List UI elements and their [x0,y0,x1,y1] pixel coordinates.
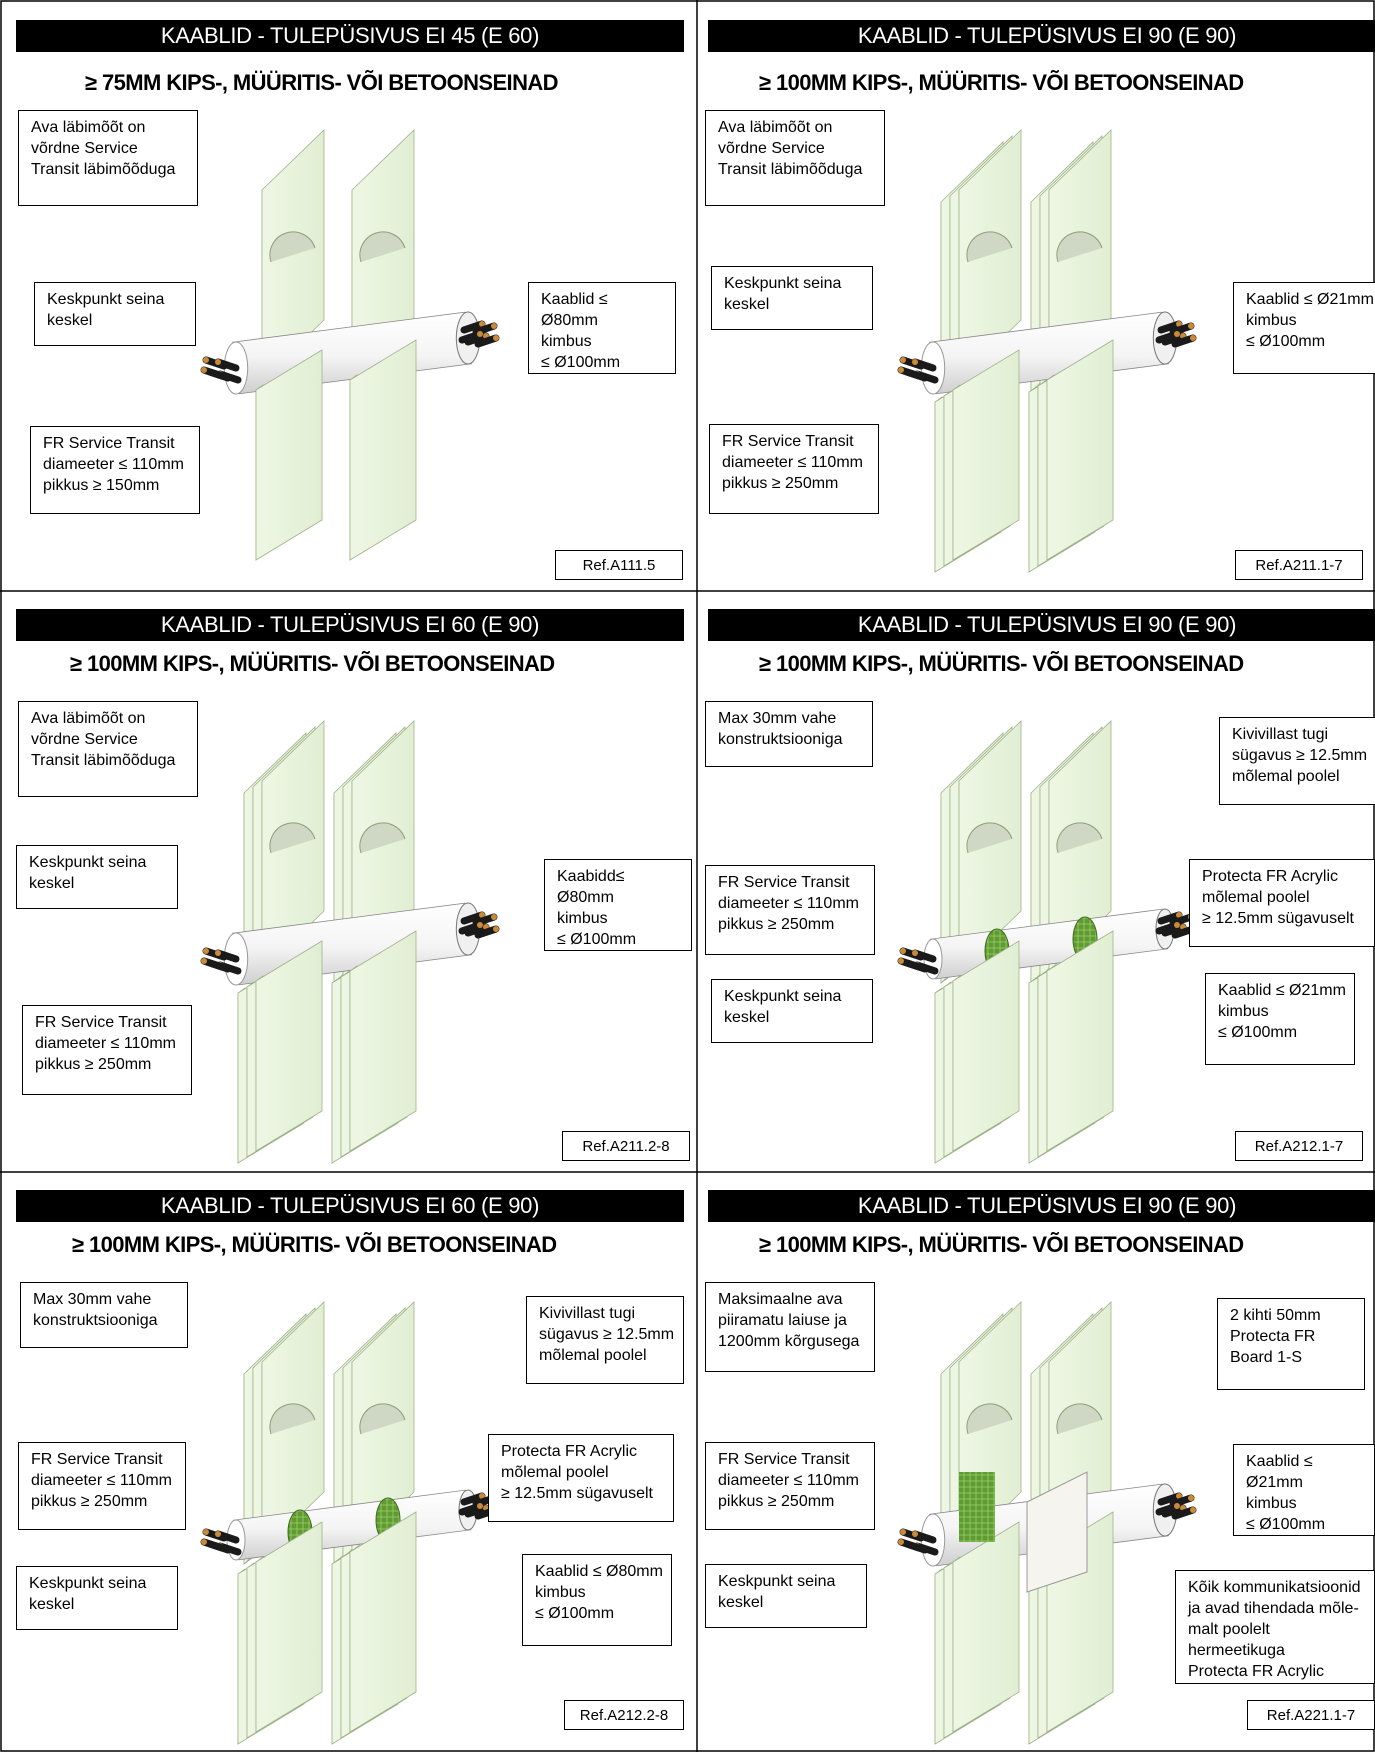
panel-title: KAABLID - TULEPÜSIVUS EI 60 (E 90) [16,1190,684,1222]
wall-opening [269,1403,316,1435]
panel-subtitle: ≥ 100MM KIPS-, MÜÜRITIS- VÕI BETOONSEINA… [759,70,1244,95]
wall-opening [359,1403,406,1435]
lower-wall-left [237,1521,323,1745]
note-opening-diameter: Ava läbimõõt on võrdne Service Transit l… [18,110,198,206]
panel-title: KAABLID - TULEPÜSIVUS EI 60 (E 90) [16,609,684,641]
note-service-transit: FR Service Transit diameeter ≤ 110mm pik… [705,1442,875,1530]
note-fr-board: 2 kihti 50mm Protecta FR Board 1-S [1217,1298,1365,1390]
panel-1-drawing [200,129,500,561]
note-acrylic: Protecta FR Acrylic mõlemal poolel ≥ 12.… [1189,859,1375,947]
lower-wall-right [349,339,417,561]
note-wall-center: Keskpunkt seina keskel [705,1564,867,1628]
lower-wall-right [331,930,417,1164]
panel-subtitle: ≥ 75MM KIPS-, MÜÜRITIS- VÕI BETOONSEINAD [85,70,559,95]
note-wall-center: Keskpunkt seina keskel [711,266,873,330]
panel-6: KAABLID - TULEPÜSIVUS EI 90 (E 90) ≥ 100… [697,1172,1375,1752]
panel-title: KAABLID - TULEPÜSIVUS EI 90 (E 90) [708,20,1375,52]
lower-wall-right [1028,930,1114,1164]
lower-wall-right [1028,339,1114,573]
note-cables: Kaabidd≤ Ø80mm kimbus ≤ Ø100mm [544,859,692,951]
wall-opening [1056,1403,1103,1435]
lower-wall-right [331,1511,417,1745]
note-seal-all: Kõik kommunikatsioonid ja avad tihendada… [1175,1570,1375,1684]
note-opening-diameter: Ava läbimõõt on võrdne Service Transit l… [705,110,885,206]
note-cables: Kaablid ≤ Ø80mm kimbus ≤ Ø100mm [528,282,676,374]
reference-code: Ref.A221.1-7 [1247,1700,1375,1730]
cable-bundle-left [200,1528,242,1556]
note-rockwool-support: Kivivillast tugi sügavus ≥ 12.5mm mõlema… [526,1296,684,1384]
wall-opening [966,822,1013,854]
panel-2: KAABLID - TULEPÜSIVUS EI 90 (E 90) ≥ 100… [697,0,1375,591]
cable-bundle-right [458,320,500,348]
panel-4: KAABLID - TULEPÜSIVUS EI 90 (E 90) ≥ 100… [697,591,1375,1172]
reference-code: Ref.A211.2-8 [562,1131,690,1161]
note-service-transit: FR Service Transit diameeter ≤ 110mm pik… [22,1005,192,1095]
cable-bundle-left [200,947,242,975]
note-gap: Max 30mm vahe konstruktsiooniga [705,701,873,767]
note-service-transit: FR Service Transit diameeter ≤ 110mm pik… [30,426,200,514]
reference-code: Ref.A111.5 [555,550,683,580]
fr-board [1026,1471,1088,1593]
note-cables: Kaablid ≤ Ø80mm kimbus ≤ Ø100mm [522,1554,672,1646]
note-max-opening: Maksimaalne ava piiramatu laiuse ja 1200… [705,1282,875,1372]
cable-bundle-right [458,911,500,939]
panel-6-drawing [897,1301,1197,1745]
cable-bundle-left [897,1528,939,1556]
cable-bundle-right [1155,1492,1197,1520]
note-acrylic: Protecta FR Acrylic mõlemal poolel ≥ 12.… [488,1434,674,1522]
note-opening-diameter: Ava läbimõõt on võrdne Service Transit l… [18,701,198,797]
note-cables: Kaablid ≤ Ø21mm kimbus ≤ Ø100mm [1205,973,1355,1065]
panel-title: KAABLID - TULEPÜSIVUS EI 90 (E 90) [708,609,1375,641]
cable-bundle-left [897,947,939,975]
note-wall-center: Keskpunkt seina keskel [711,979,873,1043]
wall-opening [269,231,316,263]
reference-code: Ref.A212.2-8 [564,1700,684,1730]
panel-title: KAABLID - TULEPÜSIVUS EI 45 (E 60) [16,20,684,52]
wall-opening [1056,231,1103,263]
panel-subtitle: ≥ 100MM KIPS-, MÜÜRITIS- VÕI BETOONSEINA… [759,651,1244,676]
note-service-transit: FR Service Transit diameeter ≤ 110mm pik… [705,865,875,955]
note-service-transit: FR Service Transit diameeter ≤ 110mm pik… [18,1442,186,1530]
wall-opening [359,231,406,263]
note-wall-center: Keskpunkt seina keskel [16,845,178,909]
note-wall-center: Keskpunkt seina keskel [16,1566,178,1630]
cable-bundle-left [200,356,242,384]
note-rockwool-support: Kivivillast tugi sügavus ≥ 12.5mm mõlema… [1219,717,1375,805]
panel-3: KAABLID - TULEPÜSIVUS EI 60 (E 90) ≥ 100… [0,591,697,1172]
wall-opening [966,1403,1013,1435]
note-cables: Kaablid ≤ Ø21mm kimbus ≤ Ø100mm [1233,1444,1375,1536]
lower-wall-left [934,940,1020,1164]
panel-title: KAABLID - TULEPÜSIVUS EI 90 (E 90) [708,1190,1375,1222]
wall-opening [1056,822,1103,854]
panel-subtitle: ≥ 100MM KIPS-, MÜÜRITIS- VÕI BETOONSEINA… [759,1232,1244,1257]
panel-5: KAABLID - TULEPÜSIVUS EI 60 (E 90) ≥ 100… [0,1172,697,1752]
reference-code: Ref.A211.1-7 [1235,550,1363,580]
panel-subtitle: ≥ 100MM KIPS-, MÜÜRITIS- VÕI BETOONSEINA… [70,651,555,676]
wall-opening [359,822,406,854]
note-gap: Max 30mm vahe konstruktsiooniga [20,1282,188,1348]
fr-board-mesh [959,1472,995,1542]
cable-bundle-right [1155,320,1197,348]
wall-opening [269,822,316,854]
lower-wall-left [255,349,323,561]
panel-3-drawing [200,720,500,1164]
lower-wall-left [934,1521,1020,1745]
note-cables: Kaablid ≤ Ø21mm kimbus ≤ Ø100mm [1233,282,1375,374]
lower-wall-left [237,940,323,1164]
cable-bundle-left [897,356,939,384]
panel-4-drawing [897,720,1197,1164]
reference-code: Ref.A212.1-7 [1235,1131,1363,1161]
note-service-transit: FR Service Transit diameeter ≤ 110mm pik… [709,424,879,514]
note-wall-center: Keskpunkt seina keskel [34,282,196,346]
panel-subtitle: ≥ 100MM KIPS-, MÜÜRITIS- VÕI BETOONSEINA… [72,1232,557,1257]
panel-2-drawing [897,129,1197,573]
lower-wall-left [934,349,1020,573]
panel-1: KAABLID - TULEPÜSIVUS EI 45 (E 60) ≥ 75M… [0,0,697,591]
wall-opening [966,231,1013,263]
panel-5-drawing [200,1301,500,1745]
